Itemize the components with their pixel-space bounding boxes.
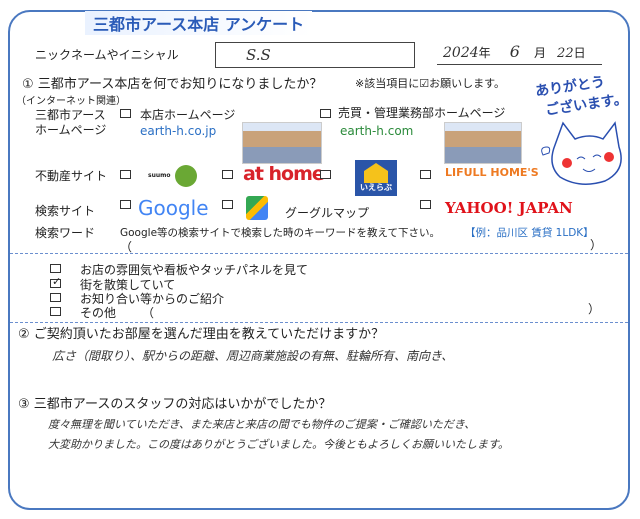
- yahoo-logo: YAHOO! JAPAN: [445, 199, 573, 217]
- survey-title: 三都市アース本店 アンケート: [85, 11, 313, 35]
- hp-main-url[interactable]: earth-h.co.jp: [140, 124, 217, 138]
- hp-sales-checkbox[interactable]: [320, 109, 331, 118]
- search-label: 検索サイト: [35, 204, 96, 218]
- hp-label-1: 三都市アース: [35, 108, 106, 122]
- divider: [10, 322, 628, 323]
- walking-label: 街を散策していて: [80, 278, 176, 292]
- realestate-label: 不動産サイト: [35, 169, 108, 183]
- keyword-label: 検索ワード: [35, 226, 96, 240]
- hp-sales-label: 売買・管理業務部ホームページ: [338, 106, 506, 120]
- keyword-example: 【例：品川区 賃貸 1LDK】: [465, 227, 594, 239]
- q3-answer-line-2[interactable]: 大変助かりました。この度はありがとうございました。今後ともよろしくお願いいたしま…: [48, 438, 509, 451]
- q2-answer[interactable]: 広さ（間取り）、駅からの距離、周辺商業施設の有無、駐輪所有、南向き、: [52, 349, 454, 363]
- other-paren-open: （: [142, 306, 155, 320]
- hp-sales-url[interactable]: earth-h.com: [340, 124, 414, 138]
- nickname-label: ニックネームやイニシャル: [35, 48, 179, 62]
- date-year: 2024: [443, 45, 479, 61]
- hp-main-screenshot: [242, 122, 322, 164]
- google-maps-label: グーグルマップ: [285, 206, 370, 220]
- cat-mascot-icon: [541, 121, 622, 185]
- keyword-paren-close: ）: [590, 238, 603, 252]
- ieraboo-checkbox[interactable]: [320, 170, 331, 179]
- hp-main-label: 本店ホームページ: [140, 108, 236, 122]
- keyword-paren-open: （: [120, 240, 133, 254]
- lifull-checkbox[interactable]: [420, 170, 431, 179]
- hp-main-checkbox[interactable]: [120, 109, 131, 118]
- month-unit: 月: [533, 46, 546, 60]
- hp-sales-screenshot: [444, 122, 522, 164]
- other-checkbox[interactable]: [50, 307, 61, 316]
- ieraboo-house-icon: [364, 163, 388, 183]
- other-paren-close: ）: [588, 302, 601, 316]
- q2-question: ② ご契約頂いたお部屋を選んだ理由を教えていただけますか？: [18, 327, 385, 342]
- google-maps-icon: [246, 196, 268, 220]
- lifull-logo: LIFULL HOME'S: [445, 166, 539, 179]
- google-logo: Google: [138, 196, 209, 220]
- other-label: その他: [80, 306, 117, 320]
- keyword-input[interactable]: [140, 238, 590, 252]
- suumo-logo: suumo: [148, 172, 171, 179]
- ieraboo-label: いえらぶ: [360, 183, 392, 192]
- nickname-field[interactable]: S.S: [215, 42, 415, 68]
- suumo-checkbox[interactable]: [120, 170, 131, 179]
- athome-logo: at home: [243, 163, 325, 185]
- referral-label: お知り合い等からのご紹介: [80, 292, 225, 306]
- keyword-prompt: Google等の検索サイトで検索した時のキーワードを教えて下さい。: [120, 227, 441, 239]
- ieraboo-logo: いえらぶ: [355, 160, 397, 196]
- q1-note: ※該当項目に☑お願いします。: [355, 77, 505, 90]
- referral-checkbox[interactable]: [50, 293, 61, 302]
- q3-answer-line-1[interactable]: 度々無理を聞いていただき、また来店と来店の間でも物件のご提案・ご確認いただき、: [48, 418, 476, 431]
- google-checkbox[interactable]: [120, 200, 131, 209]
- check-mark-icon: ✓: [52, 275, 62, 288]
- walking-checkbox[interactable]: ✓: [50, 275, 61, 288]
- suumo-mascot-icon: [175, 165, 197, 187]
- nickname-value: S.S: [246, 46, 271, 64]
- yahoo-checkbox[interactable]: [420, 200, 431, 209]
- date-month: 6: [509, 42, 520, 61]
- internet-label: （インターネット関連）: [16, 96, 126, 107]
- day-unit: 日: [573, 46, 586, 60]
- google-maps-checkbox[interactable]: [222, 200, 233, 209]
- hp-label-2: ホームページ: [35, 123, 107, 137]
- q3-question: ③ 三都市アースのスタッフの対応はいかがでしたか？: [18, 397, 332, 412]
- divider: [10, 253, 628, 254]
- athome-checkbox[interactable]: [222, 170, 233, 179]
- store-checkbox[interactable]: [50, 264, 61, 273]
- store-label: お店の雰囲気や看板やタッチパネルを見て: [80, 263, 309, 277]
- year-unit: 年: [478, 46, 491, 60]
- date-day: 22: [557, 46, 574, 61]
- survey-frame: [8, 10, 630, 510]
- q1-question: ① 三都市アース本店を何でお知りになりましたか？: [22, 77, 323, 92]
